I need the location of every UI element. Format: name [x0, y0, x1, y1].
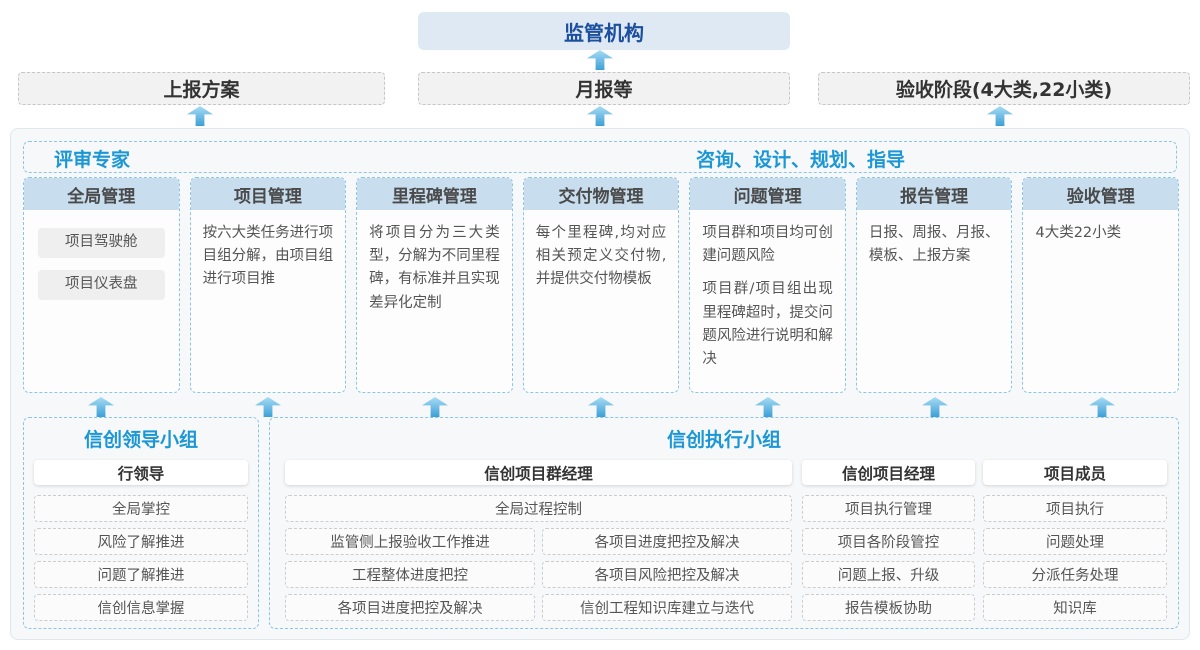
column-global-management: 全局管理 项目驾驶舱 项目仪表盘	[23, 177, 180, 393]
report-plan-box: 上报方案	[18, 72, 385, 105]
up-arrow-icon	[587, 106, 613, 126]
column-description: 按六大类任务进行项目组分解，由项目组进行项目推	[202, 225, 334, 288]
column-report-management: 报告管理 日报、周报、月报、模板、上报方案	[855, 177, 1013, 393]
program-manager-task: 工程整体进度把控	[285, 561, 535, 588]
up-arrow-icon	[187, 106, 213, 126]
column-description: 项目群和项目均可创建问题风险	[702, 225, 833, 265]
program-manager-task: 各项目进度把控及解决	[285, 594, 535, 621]
leader-task: 问题了解推进	[34, 561, 248, 588]
up-arrow-icon	[755, 397, 781, 417]
project-manager-task: 项目执行管理	[802, 495, 975, 522]
project-manager-header: 信创项目经理	[802, 460, 975, 485]
bank-leader-header: 行领导	[34, 460, 248, 485]
execution-group: 信创执行小组 信创项目群经理 全局过程控制 监管侧上报验收工作推进 各项目进度把…	[269, 417, 1179, 629]
column-description: 将项目分为三大类型，分解为不同里程碑，有标准并且实现差异化定制	[369, 225, 500, 311]
project-manager-task: 项目各阶段管控	[802, 528, 975, 555]
regulator-label: 监管机构	[564, 20, 644, 45]
acceptance-stage-label: 验收阶段(4大类,22小类)	[895, 79, 1113, 101]
column-description: 项目群/项目组出现里程碑超时，提交问题风险进行说明和解决	[702, 281, 833, 367]
column-deliverable-management: 交付物管理 每个里程碑,均对应相关预定义交付物,并提供交付物模板	[522, 177, 680, 393]
program-manager-task: 各项目风险把控及解决	[542, 561, 792, 588]
management-columns: 全局管理 项目驾驶舱 项目仪表盘 项目管理 按六大类任务进行项目组分解，由项目组…	[23, 177, 1180, 393]
consulting-label: 咨询、设计、规划、指导	[696, 148, 906, 171]
column-milestone-management: 里程碑管理 将项目分为三大类型，分解为不同里程碑，有标准并且实现差异化定制	[356, 177, 513, 393]
project-member-task: 分派任务处理	[983, 561, 1167, 588]
column-description: 每个里程碑,均对应相关预定义交付物,并提供交付物模板	[535, 225, 667, 288]
up-arrow-icon	[922, 397, 948, 417]
project-member-header: 项目成员	[983, 460, 1167, 485]
up-arrow-icon	[987, 106, 1013, 126]
project-cockpit-pill: 项目驾驶舱	[38, 228, 165, 258]
regulator-box: 监管机构	[418, 12, 790, 50]
program-manager-task: 各项目进度把控及解决	[542, 528, 792, 555]
leadership-group: 信创领导小组 行领导 全局掌控 风险了解推进 问题了解推进 信创信息掌握	[23, 417, 259, 629]
program-manager-header: 信创项目群经理	[285, 460, 792, 485]
acceptance-stage-box: 验收阶段(4大类,22小类)	[818, 72, 1190, 105]
project-manager-section: 信创项目经理 项目执行管理 项目各阶段管控 问题上报、升级 报告模板协助	[802, 460, 975, 621]
project-dashboard-pill: 项目仪表盘	[38, 270, 165, 300]
column-title: 全局管理	[24, 178, 179, 210]
project-member-task: 知识库	[983, 594, 1167, 621]
column-project-management: 项目管理 按六大类任务进行项目组分解，由项目组进行项目推	[189, 177, 347, 393]
project-manager-task: 报告模板协助	[802, 594, 975, 621]
column-title: 里程碑管理	[357, 178, 512, 210]
execution-group-title: 信创执行小组	[666, 428, 781, 451]
column-title: 问题管理	[690, 178, 845, 210]
column-title: 验收管理	[1023, 178, 1179, 210]
up-arrow-icon	[88, 397, 114, 417]
report-plan-label: 上报方案	[163, 79, 240, 101]
program-manager-section: 信创项目群经理 全局过程控制 监管侧上报验收工作推进 各项目进度把控及解决 工程…	[285, 460, 792, 621]
monthly-report-box: 月报等	[418, 72, 790, 105]
project-manager-task: 问题上报、升级	[802, 561, 975, 588]
project-member-task: 问题处理	[983, 528, 1167, 555]
up-arrow-icon	[255, 397, 281, 417]
column-acceptance-management: 验收管理 4大类22小类	[1022, 177, 1180, 393]
project-member-section: 项目成员 项目执行 问题处理 分派任务处理 知识库	[983, 460, 1167, 621]
project-member-task: 项目执行	[983, 495, 1167, 522]
platform-container: 评审专家 咨询、设计、规划、指导 全局管理 项目驾驶舱 项目仪表盘 项目管理 按…	[10, 128, 1190, 640]
program-manager-task: 信创工程知识库建立与迭代	[542, 594, 792, 621]
column-title: 交付物管理	[523, 178, 679, 210]
monthly-report-label: 月报等	[575, 79, 633, 101]
column-issue-management: 问题管理 项目群和项目均可创建问题风险 项目群/项目组出现里程碑超时，提交问题风…	[689, 177, 846, 393]
leader-task: 信创信息掌握	[34, 594, 248, 621]
up-arrow-icon	[588, 397, 614, 417]
program-manager-task: 全局过程控制	[285, 495, 792, 522]
up-arrow-icon	[1089, 397, 1115, 417]
review-experts-label: 评审专家	[54, 148, 131, 171]
leader-task: 风险了解推进	[34, 528, 248, 555]
column-title: 报告管理	[856, 178, 1012, 210]
up-arrow-icon	[587, 50, 613, 70]
up-arrow-icon	[422, 397, 448, 417]
expert-strip: 评审专家 咨询、设计、规划、指导	[23, 141, 1177, 173]
column-title: 项目管理	[190, 178, 346, 210]
program-manager-task: 监管侧上报验收工作推进	[285, 528, 535, 555]
column-description: 4大类22小类	[1035, 225, 1122, 241]
column-description: 日报、周报、月报、模板、上报方案	[868, 225, 1000, 265]
leadership-group-title: 信创领导小组	[83, 428, 198, 451]
leader-task: 全局掌控	[34, 495, 248, 522]
